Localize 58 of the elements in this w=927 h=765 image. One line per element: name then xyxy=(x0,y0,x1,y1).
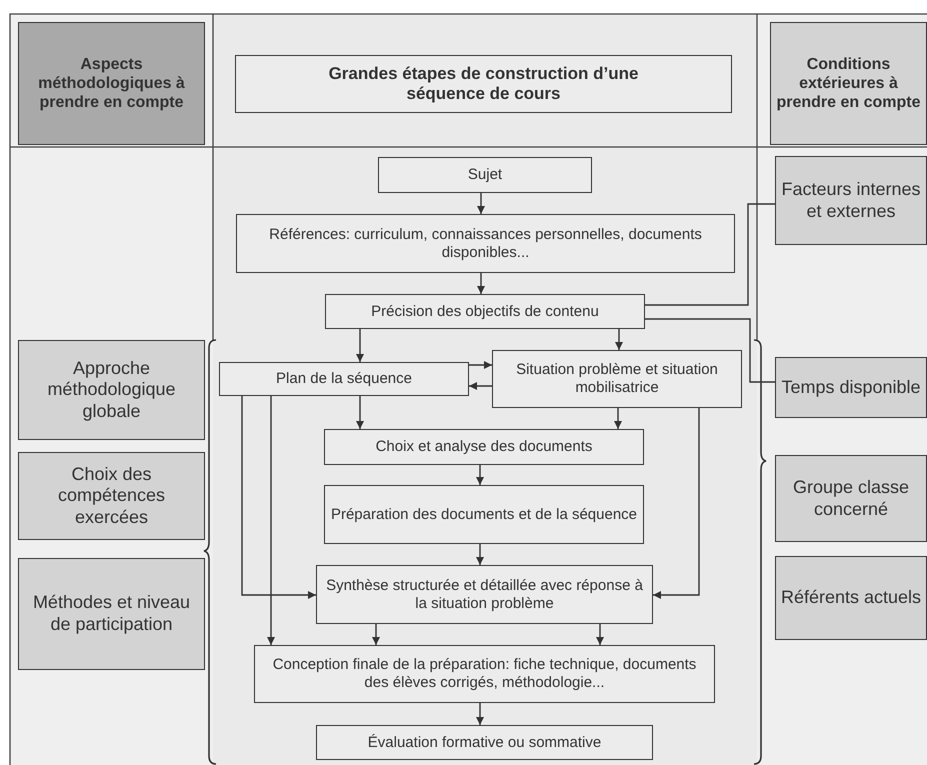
box-text: Grandes étapes de construction d’une séquence de cours xyxy=(328,64,640,104)
box-text: Choix et analyse des documents xyxy=(376,438,592,456)
box-text: Conception finale de la préparation: fiche technique, documents des élèves corrigés, méthodologie... xyxy=(272,656,698,692)
arrow xyxy=(469,382,492,390)
arrow xyxy=(469,361,492,369)
factor-box xyxy=(775,357,927,418)
box-text: Conditions extérieures à prendre en compte xyxy=(775,54,922,112)
box-text: Synthèse structurée et détaillée avec réponse à la situation problème xyxy=(325,576,644,612)
arrow xyxy=(372,624,380,645)
box-text: Références: curriculum, connaissances personnelles, documents disponibles... xyxy=(268,226,703,262)
box-text: Référents actuels xyxy=(780,587,922,609)
arrow xyxy=(653,408,700,599)
process-box xyxy=(219,362,469,396)
process-box xyxy=(316,565,653,624)
box-text: Choix des compétences exercées xyxy=(56,464,166,528)
box-text: Sujet xyxy=(468,166,502,184)
process-box xyxy=(236,214,735,273)
box-text: Temps disponible xyxy=(781,376,921,398)
aspect-box xyxy=(18,340,205,440)
box-text: Précision des objectifs de contenu xyxy=(371,302,599,320)
factor-box xyxy=(775,556,927,640)
process-box xyxy=(254,645,715,703)
process-box xyxy=(492,350,742,408)
arrow xyxy=(476,465,484,485)
aspect-box xyxy=(18,452,205,540)
process-box xyxy=(378,157,592,193)
box-text: Préparation des documents et de la séquence xyxy=(330,506,638,524)
arrow xyxy=(477,273,485,294)
arrow xyxy=(356,329,364,362)
arrow xyxy=(477,193,485,214)
box-text: Plan de la séquence xyxy=(276,370,412,388)
box-text: Méthodes et niveau de participation xyxy=(32,592,192,636)
header-box xyxy=(770,22,927,145)
process-box xyxy=(325,294,645,329)
process-box xyxy=(324,485,644,544)
connector-line xyxy=(645,318,775,383)
process-box xyxy=(324,429,644,465)
header-box xyxy=(18,22,205,145)
arrow xyxy=(476,703,484,725)
arrow xyxy=(615,329,623,350)
box-text: Groupe classe concerné xyxy=(792,476,910,520)
arrow xyxy=(476,544,484,565)
arrow xyxy=(614,408,622,429)
arrow xyxy=(241,396,316,599)
factor-box xyxy=(775,156,927,245)
aspect-box xyxy=(18,558,205,670)
box-text: Aspects méthodologiques à prendre en compte xyxy=(37,54,186,112)
arrow xyxy=(356,396,364,429)
factor-box xyxy=(775,455,927,542)
title-box xyxy=(235,55,732,113)
connector-line xyxy=(645,203,775,306)
process-box xyxy=(316,725,653,760)
box-text: Approche méthodologique globale xyxy=(46,358,177,422)
box-text: Situation problème et situation mobilisatrice xyxy=(515,361,719,397)
box-text: Facteurs internes et externes xyxy=(780,178,922,222)
arrow xyxy=(596,624,604,645)
arrow xyxy=(267,396,275,645)
box-text: Évaluation formative ou sommative xyxy=(368,734,602,752)
